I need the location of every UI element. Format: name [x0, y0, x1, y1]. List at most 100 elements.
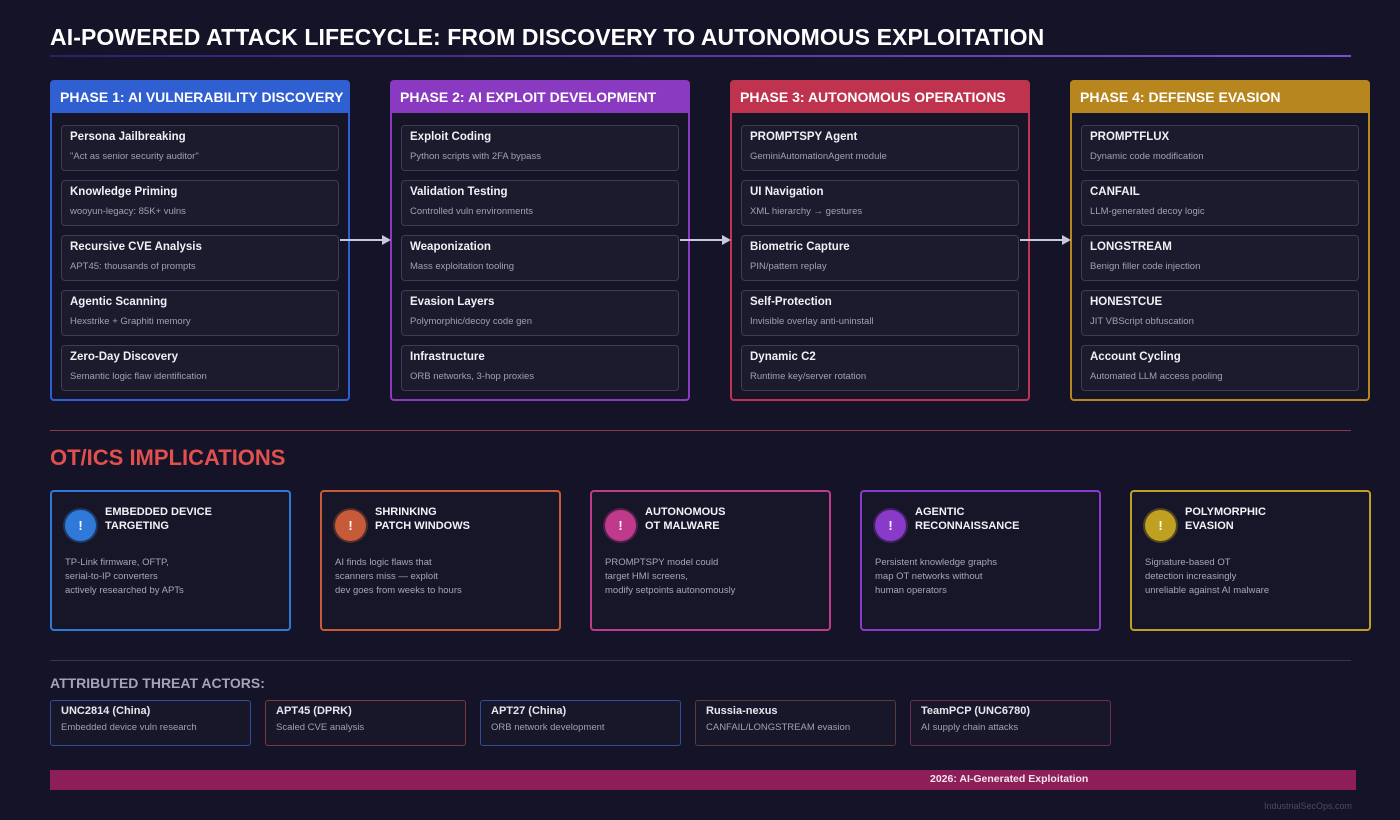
- phase-item-description: "Act as senior security auditor": [70, 151, 199, 162]
- phase-item-description: JIT VBScript obfuscation: [1090, 316, 1194, 327]
- threat-actor-card: APT27 (China) ORB network development: [480, 700, 681, 746]
- phase-item-title: PROMPTFLUX: [1090, 131, 1170, 143]
- phase-item-description: Python scripts with 2FA bypass: [410, 151, 541, 162]
- ot-card-text-line: dev goes from weeks to hours: [335, 585, 462, 596]
- phase-item-title: UI Navigation: [750, 186, 824, 198]
- footer-watermark: IndustrialSecOps.com: [1263, 801, 1352, 811]
- ot-card-heading-line: RECONNAISSANCE: [915, 520, 1020, 532]
- phase-item-description: Benign filler code injection: [1090, 261, 1201, 272]
- ot-card-text-line: serial-to-IP converters: [65, 571, 158, 582]
- ot-section-title: OT/ICS IMPLICATIONS: [50, 445, 286, 470]
- actors-title: ATTRIBUTED THREAT ACTORS:: [50, 675, 265, 691]
- phase-item-title: LONGSTREAM: [1090, 241, 1172, 253]
- arrow-right-icon: [1020, 235, 1071, 245]
- alert-icon: !: [65, 510, 96, 541]
- ot-card-heading-line: SHRINKING: [375, 506, 437, 518]
- ot-card-description: Signature-based OT detection increasingly…: [1145, 556, 1269, 598]
- alert-icon: !: [875, 510, 906, 541]
- ot-card-text-line: map OT networks without: [875, 571, 983, 582]
- section-divider: [50, 660, 1351, 661]
- ot-card-text-line: actively researched by APTs: [65, 585, 184, 596]
- threat-actor-description: Embedded device vuln research: [61, 722, 197, 733]
- ot-card-heading-line: AUTONOMOUS: [645, 506, 726, 518]
- ot-card-text-line: detection increasingly: [1145, 571, 1237, 582]
- phase-item-title: Persona Jailbreaking: [70, 131, 186, 143]
- phase-item-description: GeminiAutomationAgent module: [750, 151, 887, 162]
- phase-item-title: Agentic Scanning: [70, 296, 168, 308]
- phase-item-description: Semantic logic flaw identification: [70, 371, 207, 382]
- phase-item-description: Mass exploitation tooling: [410, 261, 515, 272]
- phase-item-title: Infrastructure: [410, 351, 485, 363]
- threat-actor-card: UNC2814 (China)Embedded device vuln rese…: [50, 700, 251, 746]
- phase-item-description: Automated LLM access pooling: [1090, 371, 1223, 382]
- phase-item-title: Recursive CVE Analysis: [70, 241, 202, 253]
- phase-item-title: Exploit Coding: [410, 131, 492, 143]
- phase-panel-3: PHASE 3: AUTONOMOUS OPERATIONS PROMPTSPY …: [730, 80, 1030, 401]
- arrow-right-icon: [680, 235, 731, 245]
- phase-item-title: Self-Protection: [750, 296, 832, 308]
- phase-item-title: Weaponization: [410, 241, 491, 253]
- ot-card-heading-line: POLYMORPHIC: [1185, 506, 1266, 518]
- banner-label: 2026: AI-Generated Exploitation: [930, 773, 1089, 785]
- phase-item: HONESTCUE JIT VBScript obfuscation: [1081, 290, 1359, 336]
- phase-item-description: PIN/pattern replay: [750, 261, 827, 272]
- threat-actor-description: AI supply chain attacks: [921, 722, 1019, 733]
- alert-icon: !: [335, 510, 366, 541]
- ot-card-text-line: Signature-based OT: [1145, 557, 1231, 568]
- threat-actor-card: TeamPCP (UNC6780) AI supply chain attacks: [910, 700, 1111, 746]
- threat-actor-name: TeamPCP (UNC6780): [921, 705, 1031, 717]
- phase-item-description: XML hierarchy → gestures: [750, 206, 863, 217]
- alert-icon: !: [605, 510, 636, 541]
- phase-item-title: PROMPTSPY Agent: [750, 131, 858, 143]
- arrow-right-icon: [340, 235, 391, 245]
- phase-item-description: ORB networks, 3-hop proxies: [410, 371, 535, 382]
- ot-card-heading-line: PATCH WINDOWS: [375, 520, 470, 532]
- phase-item-description: wooyun-legacy: 85K+ vulns: [70, 206, 186, 217]
- phase-item-description: Hexstrike + Graphiti memory: [70, 316, 191, 327]
- ot-card-heading-line: TARGETING: [105, 520, 169, 532]
- ot-card-description: TP-Link firmware, OFTP, serial-to-IP conv…: [65, 556, 184, 598]
- phase-header: PHASE 3: AUTONOMOUS OPERATIONS: [732, 82, 1028, 113]
- alert-icon: !: [1145, 510, 1176, 541]
- ot-card-text-line: scanners miss — exploit: [335, 571, 438, 582]
- ot-implication-card: ! SHRINKING PATCH WINDOWS AI finds logic fl…: [320, 490, 561, 631]
- threat-actor-description: ORB network development: [491, 722, 605, 733]
- ot-card-heading: AGENTIC RECONNAISSANCE: [915, 505, 1020, 533]
- ot-card-text-line: unreliable against AI malware: [1145, 585, 1270, 596]
- threat-actor-name: APT27 (China): [491, 705, 567, 717]
- phase-item-description: Polymorphic/decoy code gen: [410, 316, 532, 327]
- phase-item-description: Dynamic code modification: [1090, 151, 1204, 162]
- threat-actor-name: APT45 (DPRK): [276, 705, 352, 717]
- ot-card-text-line: target HMI screens,: [605, 571, 688, 582]
- phase-item-title: HONESTCUE: [1090, 296, 1163, 308]
- threat-actor-card: APT45 (DPRK)Scaled CVE analysis: [265, 700, 466, 746]
- phase-item-description: APT45: thousands of prompts: [70, 261, 196, 272]
- phase-item: LONGSTREAM Benign filler code injection: [1081, 235, 1359, 281]
- ot-card-text-line: TP-Link firmware, OFTP,: [65, 557, 169, 568]
- ot-card-heading-line: AGENTIC: [915, 506, 965, 518]
- phase-item-title: Validation Testing: [410, 186, 508, 198]
- section-divider: [50, 430, 1351, 431]
- threat-actor-name: Russia-nexus: [706, 705, 778, 717]
